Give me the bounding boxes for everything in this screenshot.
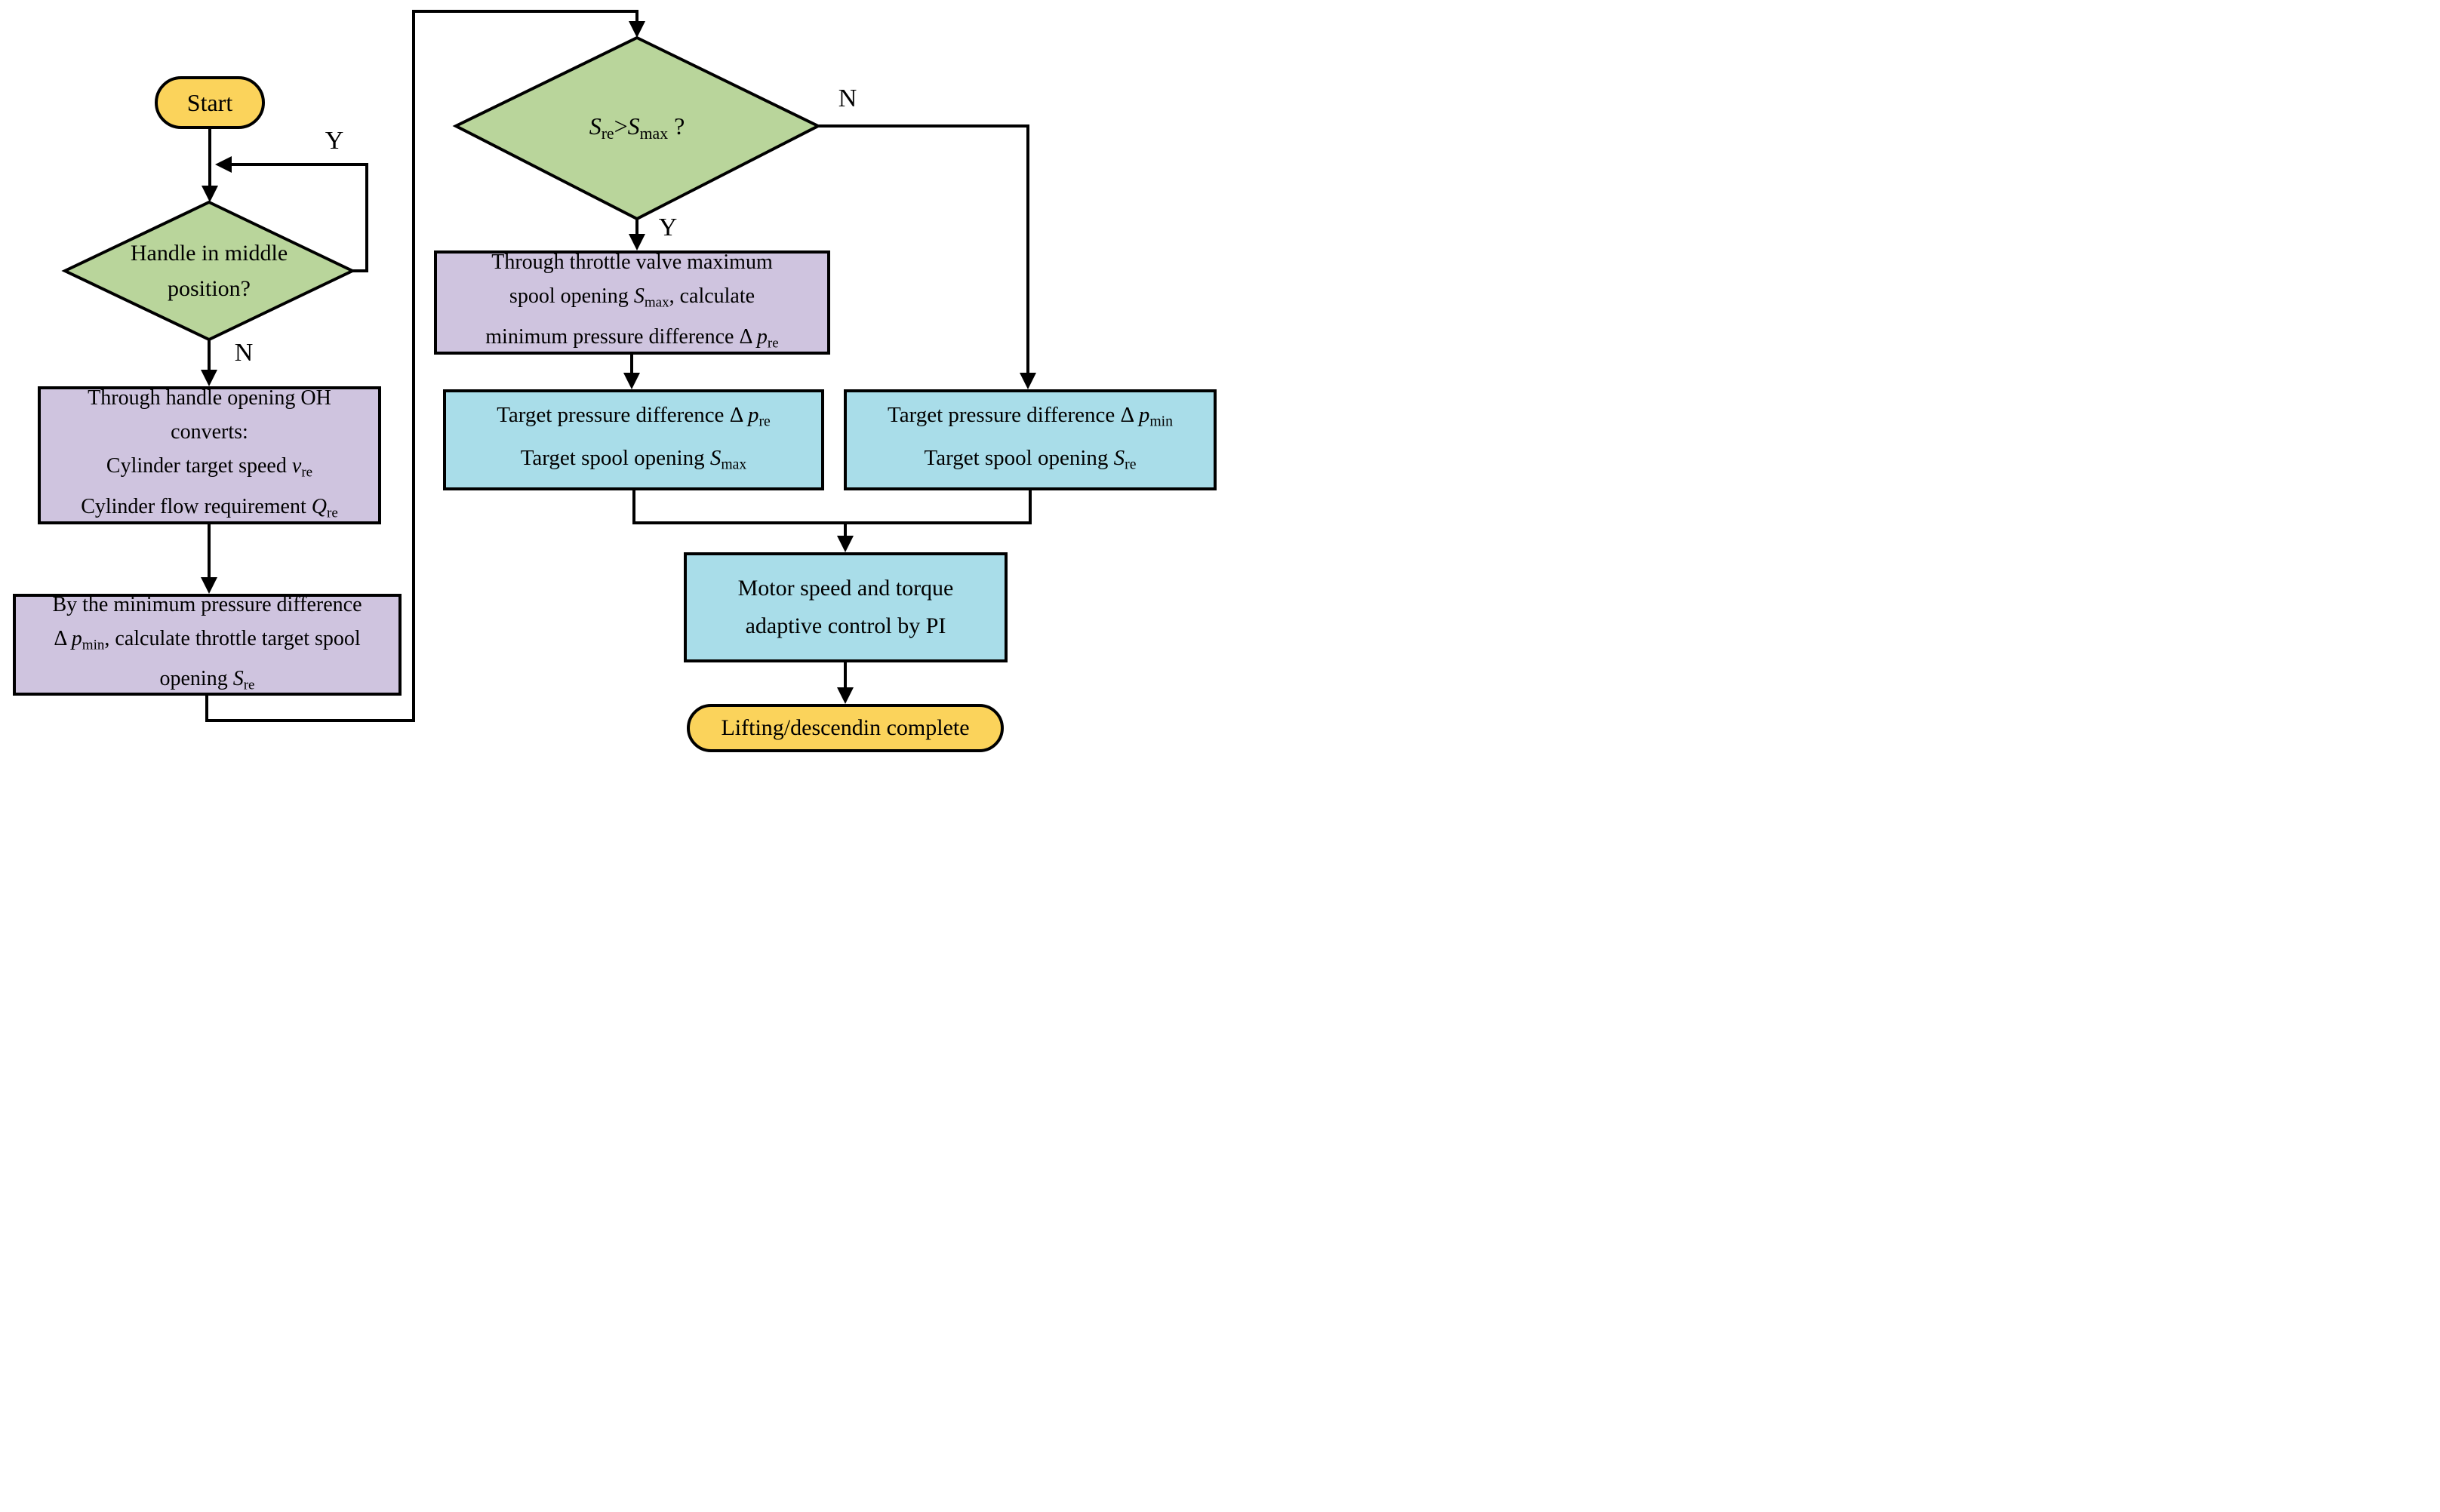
flowchart-wires (61, 10, 1036, 722)
decision-spool-text: Sre>Smax ? (589, 112, 685, 143)
arrowhead-into-decision1-icon (202, 186, 218, 202)
arrowhead-into-throttlemax-icon (629, 234, 645, 250)
end-label: Lifting/descendin complete (721, 715, 970, 740)
label-decision2-yes: Y (658, 214, 678, 241)
label-decision1-yes: Y (325, 127, 344, 155)
arrowhead-loop-left-icon (215, 156, 232, 173)
label-decision2-no: N (838, 85, 857, 112)
arrowhead-into-target-pre-icon (623, 373, 640, 389)
end-node: Lifting/descendin complete (687, 704, 1004, 752)
label-decision1-no: N (234, 339, 254, 367)
arrowhead-into-target-pmin-icon (1020, 373, 1036, 389)
decision-spool-shape (452, 35, 822, 221)
arrowhead-into-minpressure-icon (201, 577, 217, 594)
edge-decision2-no (818, 124, 1029, 373)
start-label: Start (186, 88, 233, 116)
edge-minpressure-to-decision2 (205, 10, 638, 722)
arrowhead-into-process-convert-icon (201, 370, 217, 386)
start-node: Start (155, 76, 265, 129)
arrowhead-into-end-icon (837, 687, 854, 704)
edge-decision1-yes-loop (232, 163, 368, 272)
decision-handle-shape (61, 200, 356, 342)
arrowhead-into-motor-icon (837, 536, 854, 552)
arrowhead-into-decision2-icon (629, 21, 645, 38)
edge-targets-merge (632, 490, 1032, 524)
